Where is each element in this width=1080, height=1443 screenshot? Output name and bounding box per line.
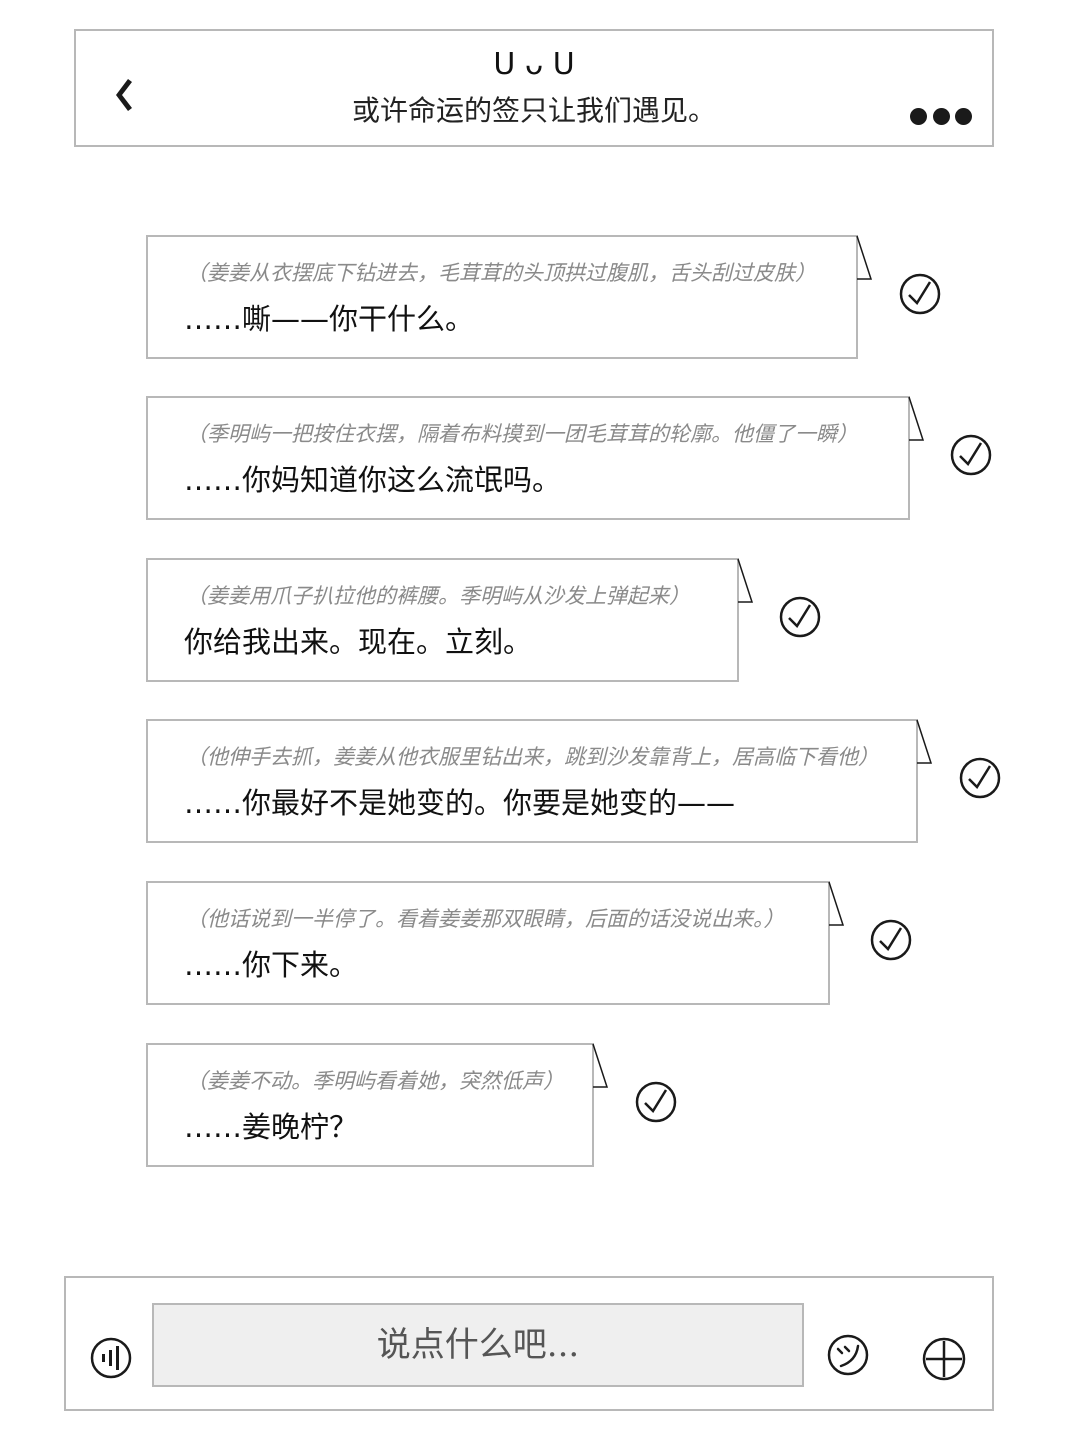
message-action-text: （姜姜不动。季明屿看着她，突然低声） bbox=[186, 1069, 564, 1093]
message-speech-text: 你给我出来。现在。立刻。 bbox=[184, 625, 533, 659]
message-bubble[interactable]: （他话说到一半停了。看着姜姜那双眼睛，后面的话没说出来。） ……你下来。 bbox=[146, 881, 830, 1005]
message-input[interactable] bbox=[152, 1303, 804, 1387]
message-action-text: （季明屿一把按住衣摆，隔着布料摸到一团毛茸茸的轮廓。他僵了一瞬） bbox=[186, 422, 858, 446]
emoji-icon[interactable] bbox=[826, 1333, 870, 1377]
check-circle-icon[interactable] bbox=[958, 756, 1002, 800]
back-button[interactable] bbox=[108, 75, 138, 115]
page-fold-decoration bbox=[908, 396, 925, 441]
message-bubble[interactable]: （姜姜用爪子扒拉他的裤腰。季明屿从沙发上弹起来） 你给我出来。现在。立刻。 bbox=[146, 558, 739, 682]
voice-icon[interactable] bbox=[90, 1337, 132, 1379]
plus-circle-icon[interactable] bbox=[921, 1336, 967, 1382]
message-speech-text: ……你最好不是她变的。你要是她变的—— bbox=[184, 786, 736, 820]
chat-header: ᑌ ᴗ ᑌ 或许命运的签只让我们遇见。 bbox=[74, 29, 994, 147]
check-circle-icon[interactable] bbox=[898, 272, 942, 316]
header-kaomoji: ᑌ ᴗ ᑌ bbox=[493, 47, 575, 82]
check-circle-icon[interactable] bbox=[949, 433, 993, 477]
page-fold-decoration bbox=[856, 235, 873, 280]
message-speech-text: ……嘶——你干什么。 bbox=[184, 302, 475, 336]
message-action-text: （姜姜用爪子扒拉他的裤腰。季明屿从沙发上弹起来） bbox=[186, 584, 690, 608]
message-action-text: （他伸手去抓，姜姜从他衣服里钻出来，跳到沙发靠背上，居高临下看他） bbox=[186, 745, 879, 769]
check-circle-icon[interactable] bbox=[778, 595, 822, 639]
page-fold-decoration bbox=[828, 881, 845, 926]
message-speech-text: ……你下来。 bbox=[184, 948, 359, 982]
more-dots-icon bbox=[955, 107, 972, 125]
message-speech-text: ……姜晚柠？ bbox=[184, 1110, 359, 1144]
more-dots-icon bbox=[932, 107, 950, 125]
message-action-text: （他话说到一半停了。看着姜姜那双眼睛，后面的话没说出来。） bbox=[186, 907, 785, 931]
message-action-text: （姜姜从衣摆底下钻进去，毛茸茸的头顶拱过腹肌，舌头刮过皮肤） bbox=[186, 261, 816, 285]
more-button[interactable] bbox=[910, 106, 972, 126]
message-bubble[interactable]: （季明屿一把按住衣摆，隔着布料摸到一团毛茸茸的轮廓。他僵了一瞬） ……你妈知道你… bbox=[146, 396, 910, 520]
input-bar bbox=[64, 1276, 994, 1411]
more-dots-icon bbox=[910, 107, 927, 125]
check-circle-icon[interactable] bbox=[634, 1080, 678, 1124]
page-fold-decoration bbox=[916, 719, 933, 764]
chat-title: 或许命运的签只让我们遇见。 bbox=[351, 94, 716, 127]
chevron-left-icon bbox=[116, 79, 132, 111]
check-circle-icon[interactable] bbox=[869, 918, 913, 962]
page-fold-decoration bbox=[592, 1043, 609, 1088]
message-speech-text: ……你妈知道你这么流氓吗。 bbox=[184, 463, 562, 497]
message-bubble[interactable]: （他伸手去抓，姜姜从他衣服里钻出来，跳到沙发靠背上，居高临下看他） ……你最好不… bbox=[146, 719, 918, 843]
message-bubble[interactable]: （姜姜不动。季明屿看着她，突然低声） ……姜晚柠？ bbox=[146, 1043, 594, 1167]
message-bubble[interactable]: （姜姜从衣摆底下钻进去，毛茸茸的头顶拱过腹肌，舌头刮过皮肤） ……嘶——你干什么… bbox=[146, 235, 858, 359]
page-fold-decoration bbox=[737, 558, 754, 603]
